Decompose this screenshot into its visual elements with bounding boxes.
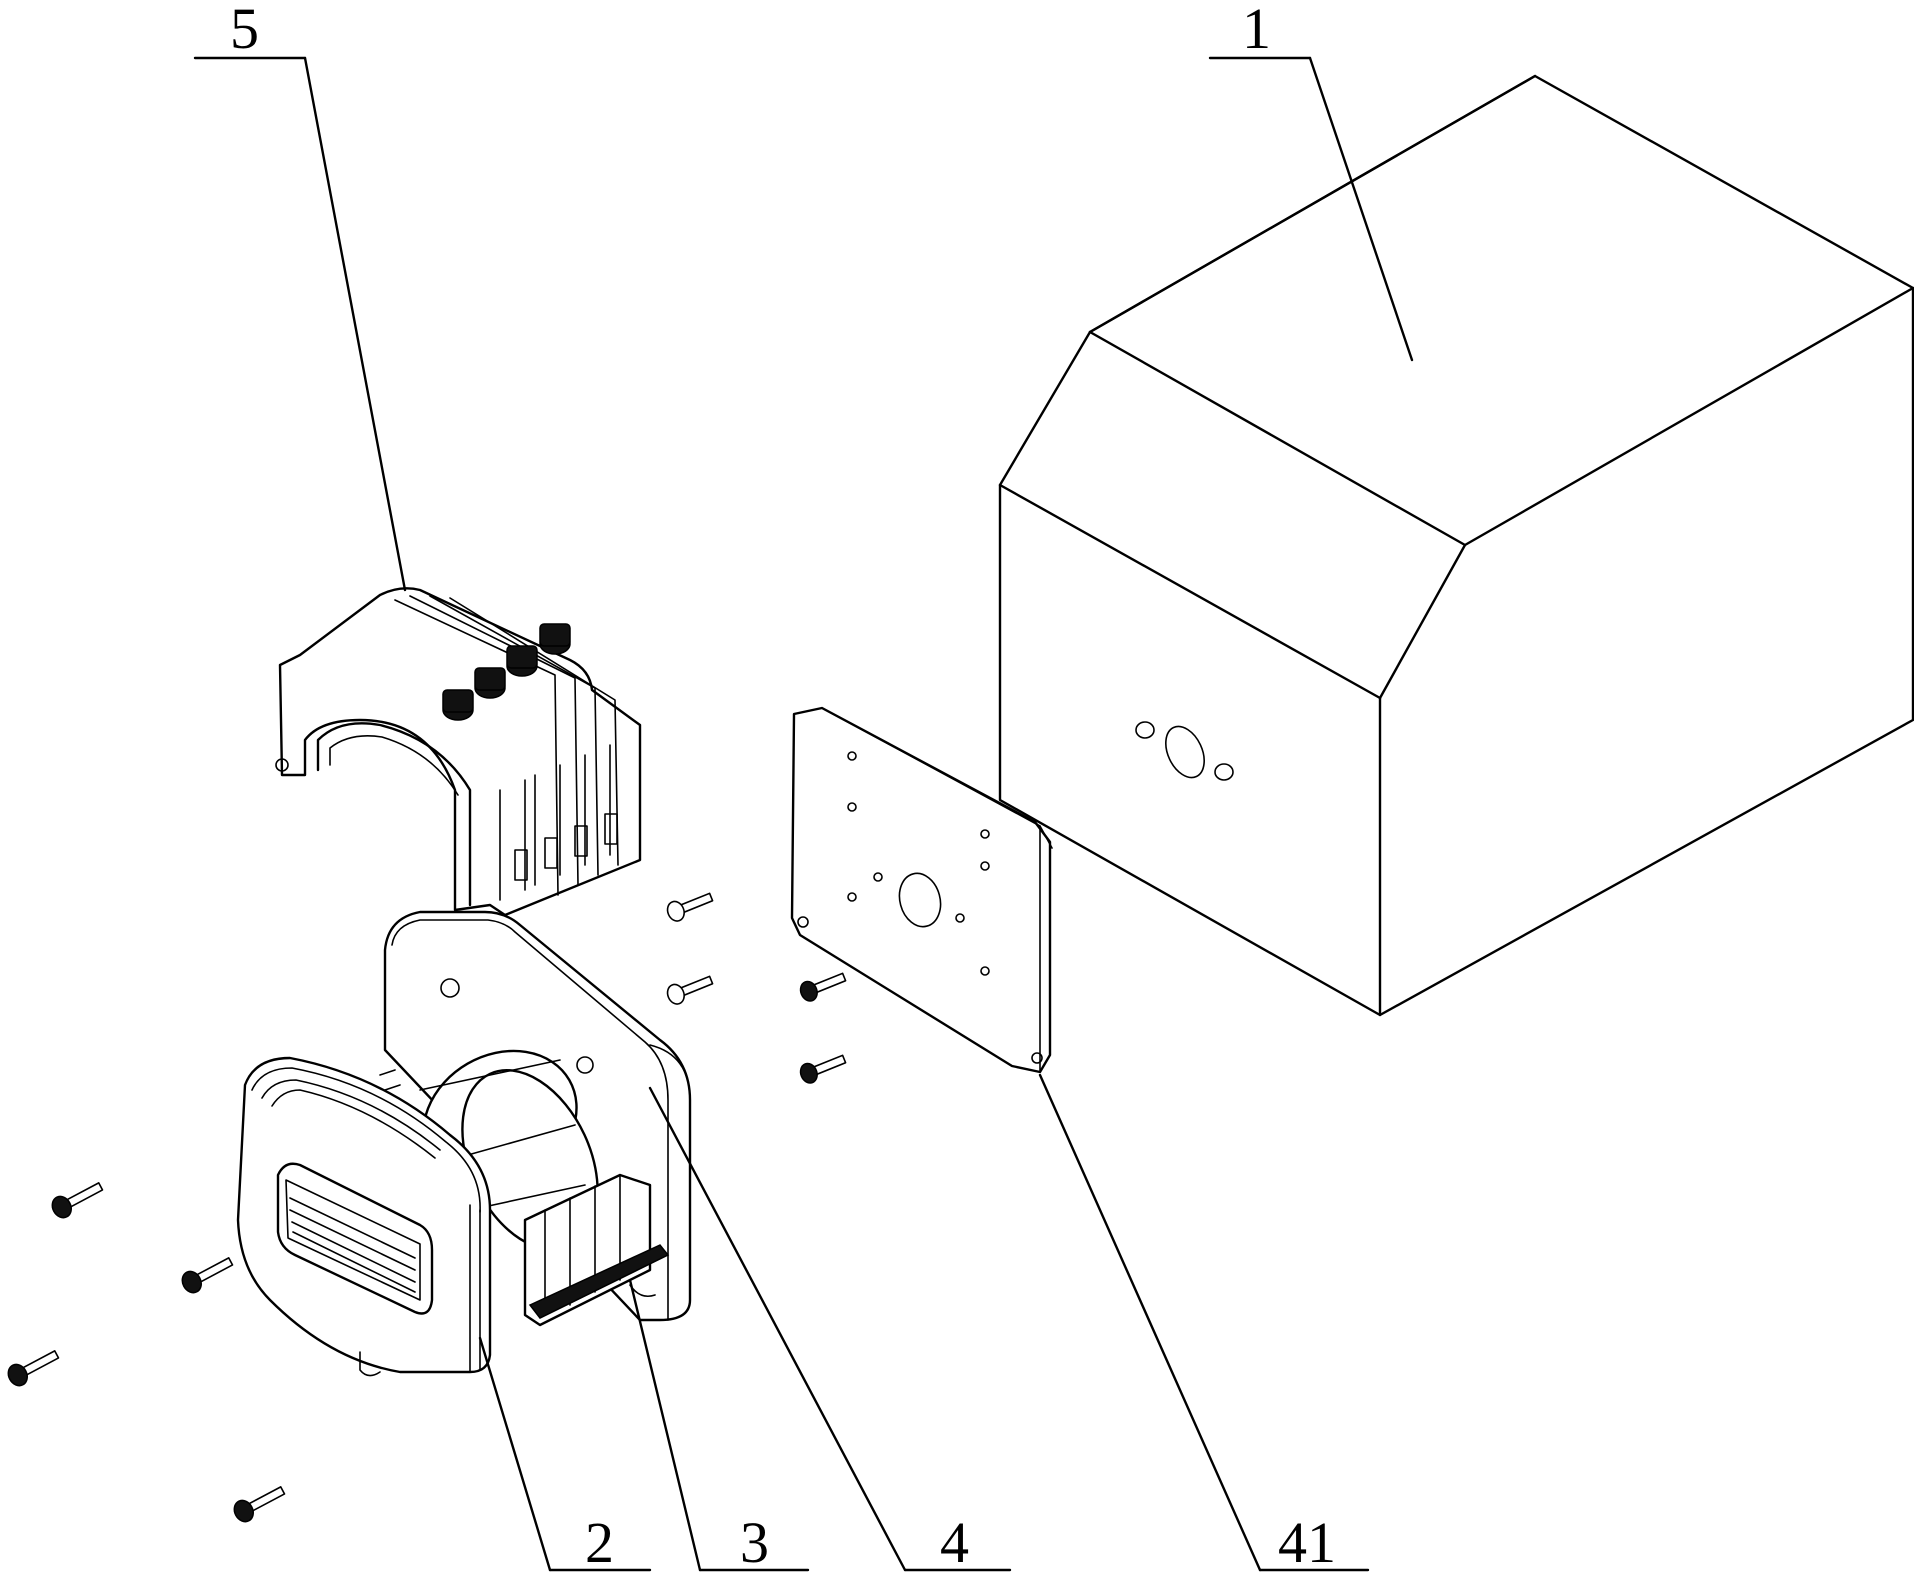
screw-icon — [798, 968, 848, 1004]
label-part-4: 4 — [650, 1088, 1010, 1575]
screw-icon — [798, 1050, 848, 1086]
label-part-41: 41 — [1040, 1075, 1368, 1575]
housing-box — [1000, 76, 1913, 1015]
callout-3: 3 — [740, 1510, 769, 1575]
screw-icon — [49, 1177, 106, 1221]
pump-head-cartridges — [276, 588, 640, 915]
screw-icon — [665, 971, 715, 1007]
screw-icon — [179, 1252, 236, 1296]
callout-1: 1 — [1242, 0, 1271, 61]
label-part-3: 3 — [630, 1280, 808, 1575]
label-part-5: 5 — [195, 0, 405, 590]
callout-5: 5 — [230, 0, 259, 61]
screw-icon — [665, 888, 715, 924]
label-part-2: 2 — [480, 1338, 650, 1575]
callout-41: 41 — [1278, 1510, 1336, 1575]
screw-icon — [231, 1481, 288, 1525]
callout-2: 2 — [585, 1510, 614, 1575]
screw-icon — [5, 1345, 62, 1389]
callout-4: 4 — [940, 1510, 969, 1575]
